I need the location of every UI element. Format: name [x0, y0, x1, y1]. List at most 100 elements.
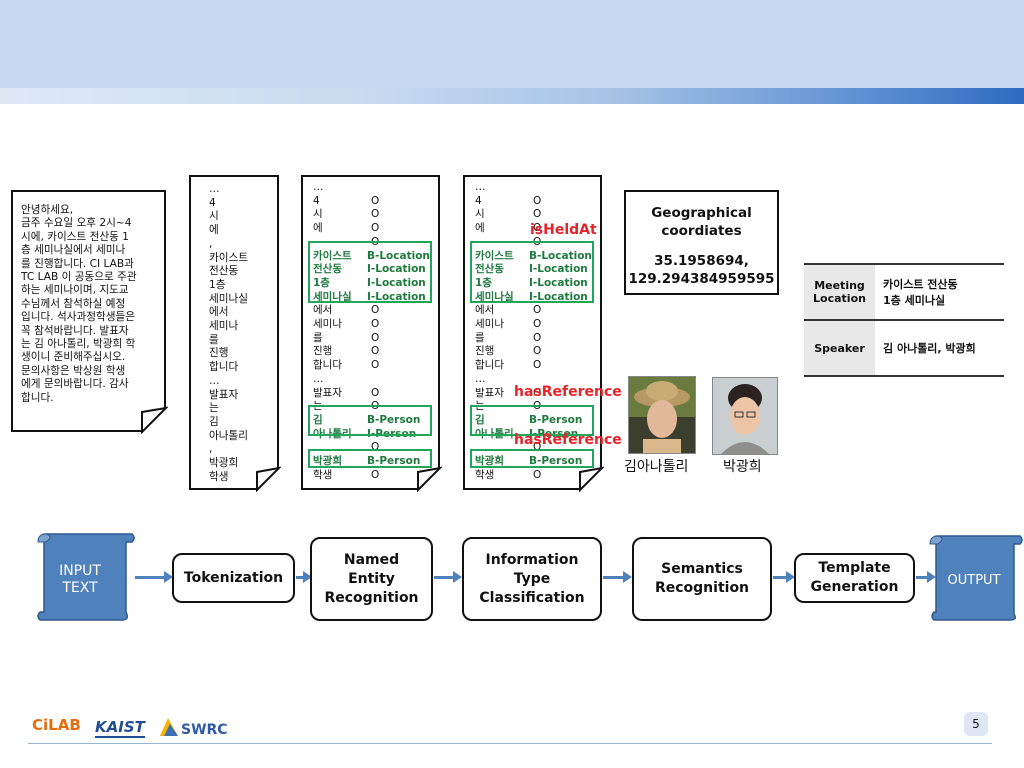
ner-tag: O	[371, 194, 380, 207]
input-text-line: 는 김 아나톨리, 박광희 학	[21, 338, 136, 351]
ner-tag: O	[533, 208, 542, 221]
ner-word: 발표자	[475, 386, 504, 399]
arrow-itc-to-semantics	[603, 571, 632, 583]
ner-tag: I-Location	[529, 276, 588, 289]
cilab-logo: CiLAB	[32, 716, 81, 734]
token-item: 학생	[209, 470, 229, 483]
ner-word: 합니다	[313, 359, 342, 372]
ner-tag: I-Location	[529, 290, 588, 303]
arrow-tokenization-to-ner	[296, 571, 312, 583]
person-entity-box-2	[308, 449, 432, 468]
token-item: 세미나실	[209, 292, 248, 305]
input-text-line: 꼭 참석바랍니다. 발표자	[21, 324, 129, 337]
ner-word: 1층	[313, 276, 330, 289]
ner-row: 진행 O	[475, 345, 600, 359]
ner-tag: O	[533, 441, 542, 454]
ner-row: O	[313, 441, 438, 455]
ner-word: 전산동	[475, 263, 504, 276]
ner-tag: I-Person	[367, 427, 417, 440]
geo-coord-lon: 129.294384959595	[628, 271, 775, 287]
photo-kim-anatoli	[628, 376, 696, 454]
swrc-logo-mark	[160, 718, 178, 736]
ner-word: 4	[475, 194, 482, 207]
swrc-logo: SWRC	[181, 722, 228, 738]
ner-tag: B-Person	[529, 455, 583, 467]
footer-divider	[28, 743, 992, 744]
token-item: 김	[209, 415, 219, 428]
ner-tag: O	[533, 222, 542, 235]
ner-word: 진행	[475, 345, 495, 358]
token-item: …	[209, 374, 220, 387]
input-text-line: 를 진행합니다. CI LAB과	[21, 257, 134, 270]
ner-word: …	[313, 372, 324, 385]
input-doc-fold	[141, 406, 168, 434]
ner-word: 아나톨리	[313, 427, 352, 440]
token-item: ,	[209, 237, 213, 250]
input-text-line: 문의사항은 박상원 학생	[21, 364, 126, 377]
ner-row: 김 B-Person	[313, 414, 438, 428]
caption-kim-anatoli: 김아나톨리	[624, 459, 689, 475]
ner-tag: I-Location	[367, 263, 426, 276]
ner-tag: O	[533, 318, 542, 330]
ner-tag: B-Location	[367, 249, 430, 262]
ner-word: 발표자	[313, 386, 342, 399]
ner-word: 에서	[313, 304, 333, 317]
geo-coord-lat: 35.1958694,	[654, 253, 749, 269]
ner-word: 박광희	[475, 455, 504, 467]
ner-tag: O	[371, 468, 380, 481]
ner-row: …	[313, 181, 438, 195]
arrow-semantics-to-template	[773, 571, 795, 583]
speaker-key: Speaker	[804, 319, 875, 377]
token-item: 를	[209, 333, 219, 346]
token-item: 에	[209, 224, 219, 237]
ner-word: 세미나	[313, 318, 342, 330]
ner-tag: O	[371, 331, 380, 344]
ner-doc-1-fold	[417, 466, 442, 492]
token-item: 박광희	[209, 457, 239, 470]
ner-word: 김	[313, 413, 323, 426]
ner-tag: O	[371, 386, 380, 399]
input-text-line: 생이니 준비해주십시오.	[21, 351, 126, 364]
ner-row: 박광희 B-Person	[475, 455, 600, 469]
ner-tag: B-Person	[367, 413, 421, 426]
ner-tag: O	[533, 194, 542, 207]
ner-tag: O	[533, 345, 542, 358]
is-held-at-relation: isHeldAt	[530, 222, 597, 238]
person-entity-box	[308, 405, 432, 436]
ner-tag: O	[533, 468, 542, 481]
input-text-line: 하는 세미나이며, 지도교	[21, 284, 129, 297]
ner-word: 합니다	[475, 359, 504, 372]
input-text-line: 합니다.	[21, 391, 54, 404]
arrow-template-to-output	[916, 571, 936, 583]
table-row: Speaker 김 아나톨리, 박광희	[804, 319, 1004, 377]
ner-row: 아나톨리 I-Person	[313, 428, 438, 442]
token-item: 에서	[209, 306, 229, 319]
token-item: 합니다	[209, 361, 239, 374]
has-reference-relation-1: hasReference	[514, 384, 622, 400]
ner-word: 박광희	[313, 455, 342, 467]
ner-tag: B-Person	[367, 455, 421, 467]
ner-word: 를	[313, 331, 323, 344]
ner-word: 에서	[475, 304, 495, 317]
